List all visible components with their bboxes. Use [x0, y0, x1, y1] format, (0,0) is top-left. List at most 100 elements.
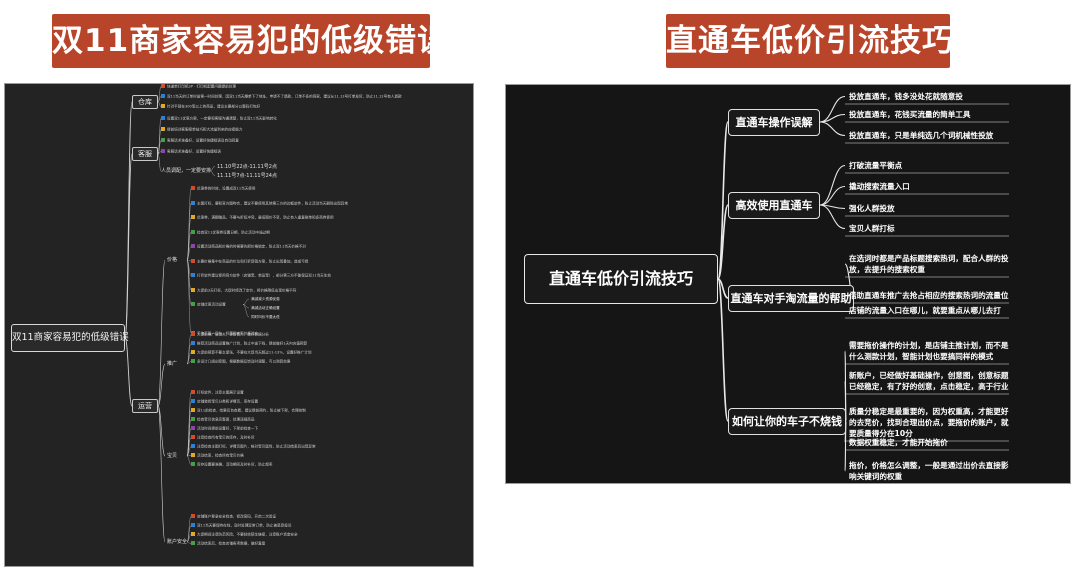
right-leaf-connector-1-0 [819, 164, 846, 206]
left-group-3: 账户安全 [167, 539, 188, 545]
left-leaf-g1-0-tag [191, 332, 195, 336]
left-leaf-g0-1-text: 主图打标，要和官方图吻合，建议不要使用其他第三方的边框软件，防止活动当天删除出现… [197, 201, 348, 205]
right-leaf-2-0-1: 放，去提升的搜索权重 [849, 265, 925, 274]
left-branch-1: 客服 [132, 147, 158, 161]
left-mindmap-panel: 双11商家容易犯的低级错误 仓库快递单打印机SP · 打印机配置问题提前处理双1… [4, 83, 474, 567]
right-leaf-2-2-0: 店铺的流量入口在哪儿，就要重点从哪儿去打 [849, 306, 1001, 315]
left-leaf-1-2: 客服话术准备好，设置好快捷短语及自动回复 [161, 138, 451, 144]
left-leaf-0-1-text: 双11当天的订单时量第一时间处理，因双11当天爆单下了地址，申请不了退款，订单不… [167, 94, 402, 99]
left-leaf-g0-5-text: 主要价格集中在商品的价位和打折促销方案，防止出现叠加，造成亏损 [197, 259, 309, 263]
right-leaf-3-2-1: 的去竞价，找到合理出价点，要拖价的账户，就 [849, 418, 1009, 427]
right-leaf-3-0-1: 什么测款计划，智能计划也要搞同样的模式 [849, 352, 994, 361]
left-leaf-1-1-tag [161, 127, 165, 131]
left-leaf-g3-2-text: 大促期间注意防范风险，不要轻信陌生链接，注意账户资金安全 [197, 532, 298, 537]
left-leaf-g2-5: 注意检查所有宝贝的库存，及时补货 [191, 435, 473, 441]
left-leaf-connector-0-1 [157, 96, 162, 103]
right-branch-1: 高效使用直通车 [728, 192, 820, 219]
left-leaf-g1-1: 推荐活动商品设置推广计划，防止中途下线，提前做好1天内充值预算 [191, 341, 473, 347]
right-branch-connector-1 [717, 204, 729, 280]
right-leaf-0-0-0: 投放直通车，钱多没处花就随意投 [849, 92, 963, 101]
left-leaf-g2-0-tag [191, 390, 195, 394]
left-leaf-g2-7: 活动结束，检查所有宝贝价格 [191, 453, 473, 459]
left-leaf-g1-2-tag [191, 350, 195, 354]
left-leaf-g3-3: 活动结束后，检查店铺各项数据，做好复盘 [191, 541, 473, 547]
left-branch-connector-1 [124, 153, 133, 339]
left-leaf-g0-8-text: 店铺优惠活动设置 [197, 302, 226, 307]
left-leaf-g0-1: 主图打标，要和官方图吻合，建议不要使用其他第三方的边框软件，防止活动当天删除出现… [191, 200, 473, 207]
left-leaf-connector-1-3 [157, 151, 162, 155]
left-leaf-g3-0-text: 店铺账户登录安全检查，修改密码，开启二次验证 [197, 514, 277, 519]
left-leaf-g1-3-tag [191, 359, 195, 363]
left-leaf-g2-7-tag [191, 453, 195, 457]
right-leaf-0-1-0: 投放直通车，花钱买流量的简单工具 [849, 110, 971, 119]
left-leaf-g1-1-text: 推荐活动商品设置推广计划，防止中途下线，提前做好1天内充值预算 [197, 341, 308, 346]
left-nested-connector-0 [242, 298, 250, 305]
right-leaf-2-1-0: 借助直通车推广去抢占相应的搜索热词的流量位 [849, 291, 1009, 300]
right-leaf-3-4-0: 拖价，价格怎么调整，一般是通过出价去直接影 [849, 461, 1009, 470]
left-banner-title: 双11商家容易犯的低级错误 [52, 14, 448, 68]
left-leaf-g2-6-text: 注意检查主图打标，详情页图片，核对宝贝属性，防止活动结束后出现异常 [197, 444, 316, 449]
right-branch-3: 如何让你的车子不烧钱 [728, 408, 846, 435]
left-leaf-g0-3: 检查双11优惠券设置日期，防止活动中途过期 [191, 229, 473, 236]
left-leaf-g2-6-tag [191, 444, 195, 448]
left-leaf-g0-3-text: 检查双11优惠券设置日期，防止活动中途过期 [197, 230, 270, 234]
right-mindmap-root: 直通车低价引流技巧 [524, 254, 718, 304]
left-leaf-g0-0-text: 优惠券的时效，设置成双11当天使用 [197, 186, 256, 191]
left-leaf-g1-3-text: 多设计几组创意图，根据数据反馈及时调整，可以测算效果 [197, 359, 291, 364]
right-mindmap-connectors [717, 95, 1009, 472]
right-leaf-3-2-2: 要质量得分在10分 [849, 429, 913, 438]
left-leaf-g1-2: 大促前预算不要太紧张，不要在大促当天超过11-13%，设置好推广计划 [191, 350, 473, 356]
left-leaf-connector-0-0 [157, 86, 162, 103]
left-group-0: 价格 [167, 257, 178, 263]
left-leaf-g0-6-text: 打折软件建议使用官方软件（店铺宝、单品宝），部分第三方不能保证双11当天生效 [197, 273, 331, 278]
left-leaf-0-1: 双11当天的订单时量第一时间处理，因双11当天爆单下了地址，申请不了退款，订单不… [161, 94, 451, 100]
right-leaf-connector-0-2 [819, 121, 846, 137]
left-leaf-0-2: 针对平销在300笔以上的商品，建议主要部分以整码打包好 [161, 104, 451, 110]
left-leaf-g3-0-tag [191, 514, 195, 518]
left-leaf-connector-g0-2 [186, 217, 192, 261]
left-leaf-g0-7-tag [191, 287, 195, 292]
left-leaf-connector-g2-7 [186, 455, 192, 457]
left-leaf-g1-0: 大促前推广要加大，提前蓄力，做好数据分析 [191, 332, 473, 338]
left-leaf-connector-g0-3 [186, 231, 192, 261]
left-nested-connector-2 [242, 304, 250, 318]
left-leaf-g2-6: 注意检查主图打标，详情页图片，核对宝贝属性，防止活动结束后出现异常 [191, 444, 473, 450]
left-subleaf-connector-1-1 [209, 170, 216, 176]
right-branch-connector-2 [717, 278, 729, 299]
left-leaf-g2-8: 库存设置要准确，活动期间及时补货，防止超卖 [191, 462, 473, 468]
left-tail-0-text: 手淘页面一口价，标签和实际价格对应 [197, 331, 259, 335]
left-leaf-1-1-text: 提前培训客服接单技巧和大流量到来的应接能力 [167, 127, 243, 132]
left-leaf-g0-4-text: 设置活动商品和价格的时候要先把价格锁定，防止双11当天价格不对 [197, 244, 306, 249]
left-nested-0: 满减减少资源优惠 [251, 296, 280, 301]
right-leaf-1-1-0: 撬动搜索流量入口 [849, 182, 910, 191]
left-subleaf-connector-1-0 [209, 166, 216, 172]
right-leaf-2-0-0: 在选词时都是产品标题搜索热词，配合人群的投 [849, 254, 1009, 263]
left-subleaf-1-1: 11.11号7点-11.11号24点 [217, 173, 277, 179]
left-leaf-g3-1-text: 双11当天要保持在线，及时处理异常订单，防止被恶意投诉 [197, 523, 292, 528]
left-leaf-g3-1: 双11当天要保持在线，及时处理异常订单，防止被恶意投诉 [191, 523, 473, 529]
left-leaf-g2-1-tag [191, 399, 195, 403]
left-leaf-1-0-tag [161, 116, 165, 120]
left-leaf-g2-3: 检查宝贝信息完整度，处理违规商品 [191, 417, 473, 423]
left-leaf-g0-0: 优惠券的时效，设置成双11当天使用 [191, 186, 473, 192]
left-leaf-g2-1: 店铺装修宝贝分类和详情页，库存设置 [191, 399, 473, 405]
left-leaf-0-0-tag [161, 84, 165, 88]
left-leaf-g0-6-tag [191, 273, 195, 277]
left-leaf-g2-5-tag [191, 435, 195, 439]
left-leaf-1-3: 客服话术准备好，设置好快捷短语 [161, 149, 451, 155]
left-leaf-connector-g3-2 [186, 534, 192, 543]
right-leaf-3-1-0: 新账户，已经做好基础操作，创意图，创意标题 [849, 371, 1009, 380]
left-subleaf-1-0: 11.10号22点-11.11号2点 [217, 164, 277, 170]
left-mindmap-root: 双11商家容易犯的低级错误 [11, 324, 129, 352]
left-leaf-g3-0: 店铺账户登录安全检查，修改密码，开启二次验证 [191, 514, 473, 520]
left-leaf-connector-g3-0 [186, 516, 192, 543]
right-leaf-1-2-0: 强化人群投放 [849, 204, 895, 213]
left-leaf-g3-1-tag [191, 523, 195, 527]
left-leaf-g0-4-tag [191, 244, 195, 248]
left-group-1: 推广 [167, 361, 178, 367]
left-leaf-g2-3-tag [191, 417, 195, 421]
left-leaf-connector-g0-4 [186, 246, 192, 261]
left-group-connector-0 [157, 259, 166, 407]
left-leaf-connector-g1-3 [186, 361, 192, 365]
left-leaf-g1-3: 多设计几组创意图，根据数据反馈及时调整，可以测算效果 [191, 359, 473, 365]
